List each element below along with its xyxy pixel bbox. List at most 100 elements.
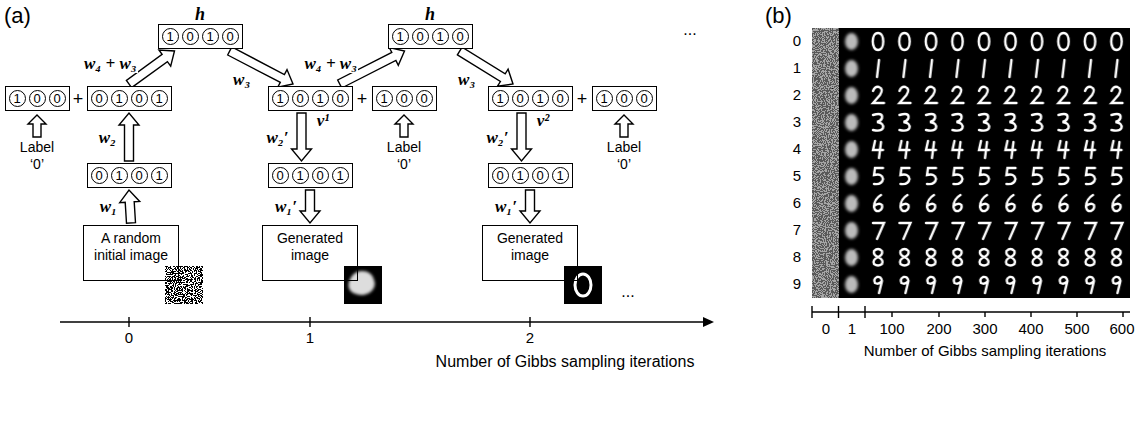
- unit-circle: 0: [49, 90, 66, 107]
- vector-box: 100: [592, 86, 657, 111]
- unit-circle: 0: [492, 167, 509, 184]
- unit-circle: 0: [29, 90, 46, 107]
- layer-name: v²: [537, 112, 550, 130]
- vector-box: 100: [5, 86, 70, 111]
- row-label: 4: [793, 140, 801, 158]
- layer-name: h: [195, 5, 205, 24]
- label-note: Label ‘0’: [601, 139, 647, 173]
- unit-circle: 1: [392, 28, 409, 45]
- block-arrow: [300, 190, 320, 223]
- unit-circle: 0: [416, 90, 433, 107]
- unit-circle: 1: [532, 90, 549, 107]
- block-arrow: [520, 190, 540, 223]
- tick-label: 300: [972, 320, 997, 338]
- row-label: 6: [793, 194, 801, 212]
- sample-grid: [812, 28, 1130, 298]
- weight-label: w₂′: [265, 128, 289, 147]
- row-label: 3: [793, 113, 801, 131]
- block-arrow: [292, 113, 312, 161]
- unit-circle: 1: [552, 167, 569, 184]
- vector-box: 1010v²: [488, 86, 573, 111]
- unit-circle: 0: [292, 90, 309, 107]
- row-label: 1: [793, 59, 801, 77]
- unit-circle: 1: [312, 90, 329, 107]
- weight-label: w₂: [98, 128, 117, 147]
- unit-circle: 1: [292, 167, 309, 184]
- time-axis: [60, 317, 714, 327]
- vector-box: 0101: [87, 86, 172, 111]
- unit-circle: 1: [512, 167, 529, 184]
- vector-box: 0101: [268, 163, 353, 188]
- unit-circle: 1: [111, 90, 128, 107]
- block-arrow: [119, 113, 139, 161]
- unit-circle: 1: [9, 90, 26, 107]
- unit-circle: 0: [412, 28, 429, 45]
- unit-circle: 1: [492, 90, 509, 107]
- panel-letter: (b): [765, 3, 792, 29]
- unit-circle: 0: [131, 167, 148, 184]
- block-arrow: [512, 113, 532, 161]
- box-text: Generated image: [267, 230, 353, 264]
- ellipsis: ...: [621, 282, 634, 301]
- vector-box: h1010: [158, 24, 243, 49]
- row-label: 5: [793, 167, 801, 185]
- layer-name: v¹: [317, 112, 330, 130]
- tick-label: 100: [879, 320, 904, 338]
- unit-circle: 1: [272, 90, 289, 107]
- weight-label: w₃: [457, 70, 476, 89]
- unit-circle: 0: [182, 28, 199, 45]
- plus-sign: +: [73, 88, 84, 110]
- vector-box: 0101: [488, 163, 573, 188]
- weight-label: w₃: [232, 70, 251, 89]
- weight-label: w₁′: [274, 197, 298, 216]
- label-note: Label ‘0’: [381, 139, 427, 173]
- tick-label: 1: [306, 329, 314, 347]
- unit-circle: 0: [396, 90, 413, 107]
- unit-circle: 0: [131, 90, 148, 107]
- axis-title: Number of Gibbs sampling iterations: [864, 342, 1107, 360]
- image-box: Generated image: [482, 225, 578, 281]
- row-label: 9: [793, 275, 801, 293]
- weight-label: w₁: [99, 197, 118, 216]
- unit-circle: 0: [616, 90, 633, 107]
- box-text: Generated image: [487, 230, 573, 264]
- layer-name: h: [425, 5, 435, 24]
- unit-circle: 0: [452, 28, 469, 45]
- iteration-axis: [812, 306, 1130, 318]
- tick-label: 600: [1109, 320, 1134, 338]
- unit-circle: 0: [332, 90, 349, 107]
- row-label: 8: [793, 248, 801, 266]
- unit-circle: 1: [432, 28, 449, 45]
- unit-circle: 1: [596, 90, 613, 107]
- generated-image: [564, 266, 602, 304]
- tick-label: 200: [926, 320, 951, 338]
- noise-image: [165, 266, 203, 304]
- unit-circle: 1: [332, 167, 349, 184]
- unit-circle: 1: [376, 90, 393, 107]
- box-text: A random initial image: [88, 230, 174, 264]
- tick-label: 500: [1064, 320, 1089, 338]
- tick-label: 0: [822, 320, 830, 338]
- unit-circle: 0: [91, 90, 108, 107]
- row-label: 7: [793, 221, 801, 239]
- tick-label: 0: [125, 329, 133, 347]
- row-label: 0: [793, 32, 801, 50]
- weight-label: w₄ + w₃: [83, 54, 138, 73]
- unit-circle: 1: [202, 28, 219, 45]
- ellipsis: ...: [683, 20, 696, 39]
- image-box: A random initial image: [83, 225, 179, 281]
- unit-circle: 0: [91, 167, 108, 184]
- generated-image: [344, 266, 382, 304]
- weight-label: w₂′: [485, 128, 509, 147]
- panel-letter: (a): [4, 3, 31, 29]
- tick-label: 2: [526, 329, 534, 347]
- tick-label: 1: [848, 320, 856, 338]
- unit-circle: 1: [111, 167, 128, 184]
- unit-circle: 0: [532, 167, 549, 184]
- image-box: Generated image: [262, 225, 358, 281]
- unit-circle: 0: [552, 90, 569, 107]
- row-label: 2: [793, 86, 801, 104]
